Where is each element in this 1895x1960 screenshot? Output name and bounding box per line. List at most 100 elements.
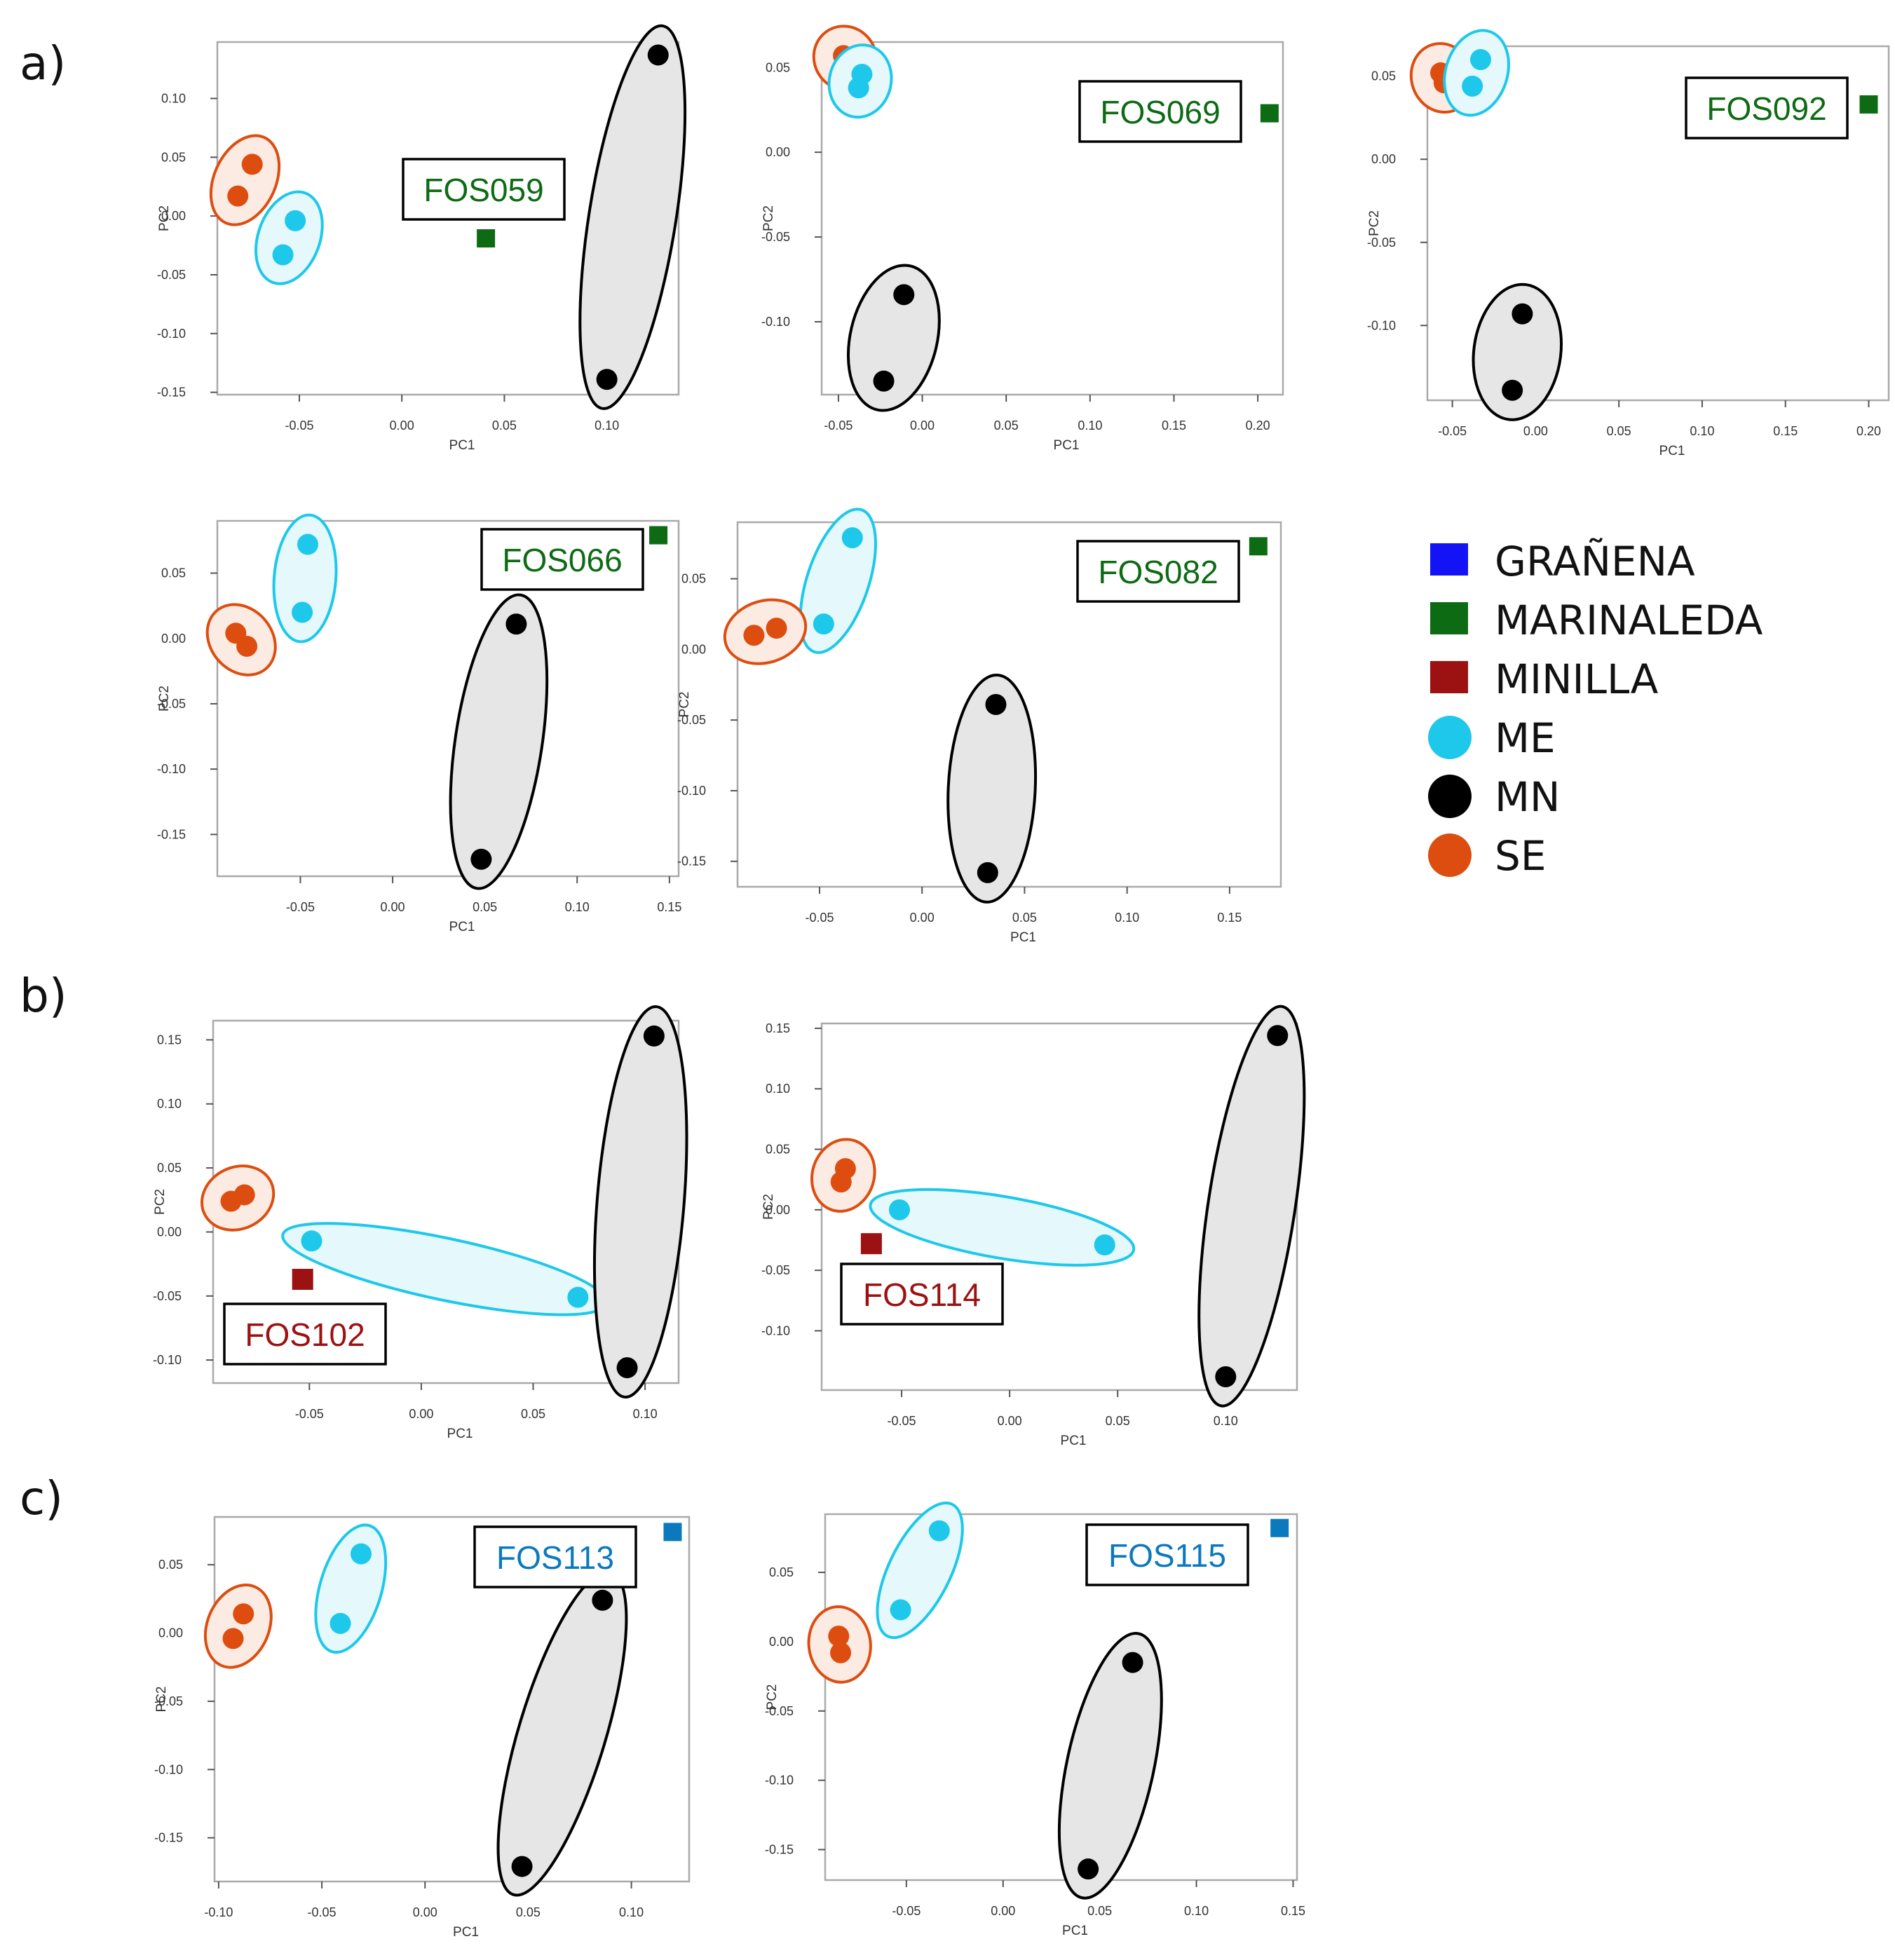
y-tick-label: 0.05: [161, 150, 186, 164]
point-me: [350, 1543, 372, 1565]
fos-label: FOS102: [245, 1316, 365, 1353]
point-mn: [1512, 303, 1533, 325]
panel-label-a: a): [20, 36, 66, 90]
x-tick-label: 0.05: [521, 1407, 545, 1421]
point-se: [236, 635, 258, 657]
point-se: [233, 1603, 254, 1625]
fos-label: FOS059: [423, 172, 543, 208]
legend-item: ME: [1428, 714, 1556, 762]
cluster-ellipse-mn: [449, 593, 549, 890]
x-tick-label: -0.05: [892, 1904, 921, 1918]
fos-label-box: [473, 1525, 637, 1588]
y-tick-label: 0.05: [769, 1565, 794, 1579]
point-me: [301, 1230, 322, 1252]
y-tick-label: -0.15: [157, 827, 186, 841]
y-tick-label: -0.10: [765, 1774, 794, 1788]
x-tick-label: 0.15: [1773, 424, 1798, 438]
legend-item: GRAÑENA: [1430, 537, 1695, 585]
x-tick-label: 0.15: [1281, 1904, 1305, 1918]
x-tick-label: 0.00: [998, 1414, 1022, 1428]
point-mn: [1267, 1025, 1289, 1047]
legend-circle-icon: [1428, 775, 1472, 818]
x-tick-label: 0.00: [991, 1904, 1015, 1918]
point-me: [888, 1199, 910, 1220]
fos-label-box: [840, 1263, 1004, 1326]
y-tick-label: 0.00: [161, 632, 186, 646]
y-axis-label: PC2: [154, 1687, 169, 1713]
y-axis-label: PC2: [157, 686, 172, 712]
x-tick-label: 0.15: [1162, 418, 1186, 433]
fos-label-box: [1685, 76, 1849, 139]
legend-circle-icon: [1428, 833, 1472, 877]
y-tick-label: 0.00: [157, 1225, 182, 1239]
x-tick-label: 0.10: [1690, 424, 1714, 438]
cluster-ellipse-mn: [1197, 1005, 1306, 1408]
y-tick-label: 0.05: [157, 1161, 182, 1175]
cluster-ellipse-mn: [1057, 1632, 1163, 1900]
x-axis-label: PC1: [449, 920, 475, 934]
y-tick-label: -0.10: [153, 1353, 182, 1367]
y-tick-label: -0.15: [157, 386, 186, 400]
y-axis-label: PC2: [153, 1189, 168, 1215]
point-mn: [1502, 379, 1523, 401]
point-me: [567, 1286, 589, 1308]
x-tick-label: 0.00: [390, 418, 414, 433]
panel-label-b: b): [20, 969, 67, 1023]
point-me: [928, 1520, 950, 1542]
y-tick-label: -0.10: [1367, 318, 1396, 332]
x-tick-label: 0.10: [565, 900, 590, 914]
x-tick-label: 0.00: [381, 900, 405, 914]
point-mn: [1215, 1366, 1237, 1388]
legend-label: SE: [1495, 832, 1546, 880]
y-tick-label: 0.00: [161, 209, 186, 223]
x-tick-label: 0.05: [1012, 911, 1037, 925]
point-se: [828, 1626, 850, 1647]
y-tick-label: -0.05: [157, 697, 186, 711]
cluster-ellipse-me: [272, 513, 338, 644]
legend-circle-icon: [1428, 716, 1472, 759]
x-tick-label: 0.05: [1087, 1904, 1112, 1918]
legend-label: MARINALEDA: [1495, 597, 1763, 644]
y-tick-label: -0.05: [677, 713, 706, 727]
point-mn: [470, 848, 492, 870]
panel-label-c: c): [20, 1471, 63, 1525]
point-se: [233, 1184, 255, 1206]
point-me: [297, 533, 318, 555]
y-tick-label: 0.05: [158, 1558, 183, 1572]
y-tick-label: -0.05: [153, 1289, 182, 1303]
reference-square: [1249, 537, 1268, 556]
x-tick-label: -0.05: [824, 418, 853, 433]
y-tick-label: 0.00: [769, 1635, 794, 1649]
y-tick-label: 0.05: [681, 572, 706, 586]
cluster-ellipse-mn: [846, 264, 941, 412]
y-tick-label: -0.05: [154, 1694, 183, 1708]
x-tick-label: 0.10: [633, 1407, 658, 1421]
x-axis-label: PC1: [1061, 1434, 1087, 1448]
y-tick-label: 0.05: [161, 566, 186, 580]
x-tick-label: -0.05: [285, 418, 313, 433]
cluster-ellipse-mn: [1472, 283, 1563, 421]
x-axis-label: PC1: [447, 1427, 473, 1441]
cluster-ellipse-se: [723, 598, 808, 665]
point-me: [330, 1612, 351, 1634]
x-tick-label: 0.10: [619, 1905, 644, 1919]
x-tick-label: 0.05: [1607, 424, 1631, 438]
cluster-ellipse-me: [869, 1187, 1136, 1267]
point-mn: [985, 694, 1007, 715]
x-tick-label: 0.00: [910, 418, 935, 433]
y-tick-label: 0.10: [766, 1082, 790, 1096]
legend-item: MINILLA: [1430, 655, 1659, 703]
point-se: [830, 1171, 852, 1193]
fos-label: FOS069: [1100, 94, 1220, 130]
x-tick-label: 0.10: [1078, 418, 1102, 433]
y-tick-label: 0.15: [157, 1033, 182, 1047]
x-axis-label: PC1: [1054, 438, 1080, 453]
